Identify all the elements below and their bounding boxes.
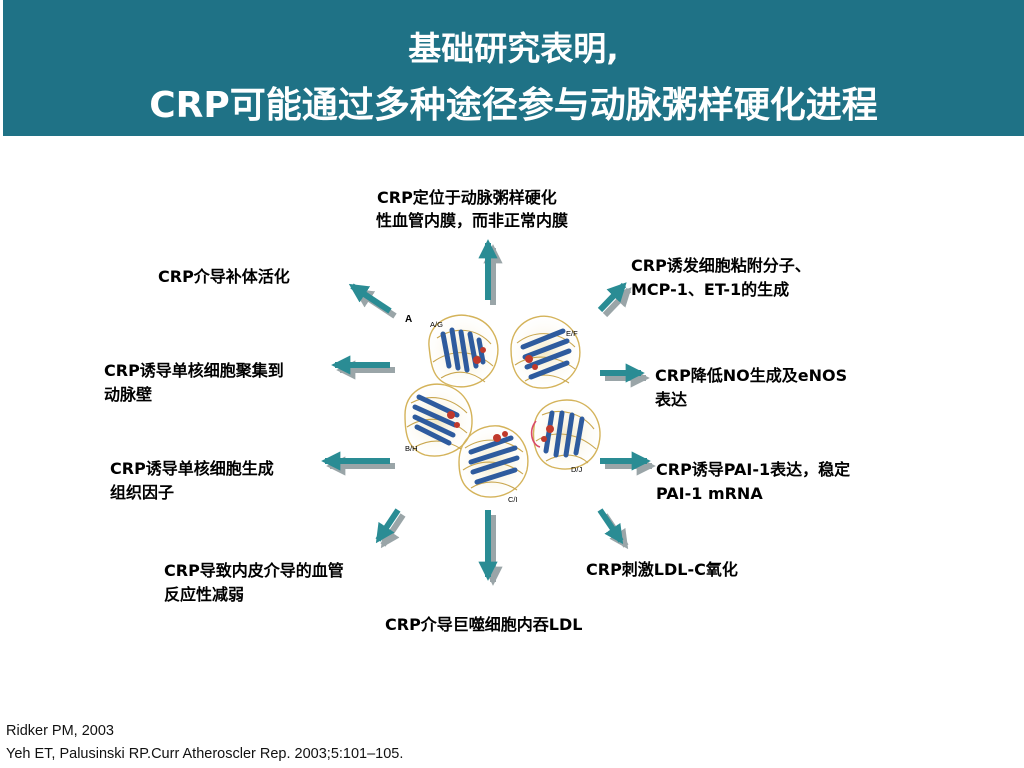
label-top-right-line2: MCP-1、ET-1的生成 <box>631 280 790 299</box>
arrow-left-lower <box>321 451 395 476</box>
subunit-label-dj: D/J <box>571 465 583 474</box>
arrow-bottom-right <box>597 508 629 550</box>
reference-1: Ridker PM, 2003 <box>6 723 114 739</box>
subunit-label-ci: C/I <box>508 495 518 504</box>
subunit-ag <box>423 312 503 392</box>
label-right-lower-line2: PAI-1 mRNA <box>656 484 763 503</box>
label-right-lower-line1: CRP诱导PAI-1表达，稳定 <box>656 460 851 479</box>
label-bottom: CRP介导巨噬细胞内吞LDL <box>385 615 583 634</box>
arrow-right-lower <box>600 451 656 476</box>
label-right-upper-line2: 表达 <box>655 390 688 409</box>
label-top-line1: CRP定位于动脉粥样硬化 <box>377 188 557 207</box>
label-top-right-line1: CRP诱发细胞粘附分子、 <box>631 256 811 275</box>
title-line-2: CRP可能通过多种途径参与动脉粥样硬化进程 <box>149 85 878 126</box>
subunit-ci <box>453 422 533 502</box>
subunit-label-ag: A/G <box>430 320 443 329</box>
arrow-right-upper <box>600 363 650 388</box>
title-banner: 基础研究表明, CRP可能通过多种途径参与动脉粥样硬化进程 <box>3 0 1024 136</box>
label-left-lower-line1: CRP诱导单核细胞生成 <box>110 459 274 478</box>
reference-2: Yeh ET, Palusinski RP.Curr Atheroscler R… <box>6 746 404 762</box>
crp-pentamer-structure: A A/G E/F D/J C/I B/H <box>397 312 606 504</box>
arrow-left-upper <box>331 355 395 380</box>
label-left-lower-line2: 组织因子 <box>110 483 175 502</box>
arrow-top-right <box>597 282 632 318</box>
panel-label: A <box>405 314 412 325</box>
arrow-bottom-left <box>375 508 406 549</box>
label-bottom-left-line1: CRP导致内皮介导的血管 <box>164 561 344 580</box>
subunit-label-bh: B/H <box>405 444 418 453</box>
label-top-left: CRP介导补体活化 <box>158 267 290 286</box>
arrows <box>321 239 656 586</box>
label-left-upper-line1: CRP诱导单核细胞聚集到 <box>104 361 284 380</box>
label-top-line2: 性血管内膜，而非正常内膜 <box>376 211 569 230</box>
label-bottom-right: CRP刺激LDL-C氧化 <box>586 560 738 579</box>
label-right-upper-line1: CRP降低NO生成及eNOS <box>655 366 848 385</box>
subunit-ef <box>505 313 585 393</box>
subunit-bh <box>397 381 477 461</box>
subunit-label-ef: E/F <box>566 329 578 338</box>
subunit-dj <box>526 395 606 475</box>
label-bottom-left-line2: 反应性减弱 <box>164 585 245 604</box>
title-line-1: 基础研究表明, <box>408 29 619 68</box>
arrow-top <box>478 239 503 305</box>
arrow-bottom <box>478 510 503 586</box>
label-left-upper-line2: 动脉壁 <box>104 385 153 404</box>
arrow-top-left <box>348 283 397 319</box>
